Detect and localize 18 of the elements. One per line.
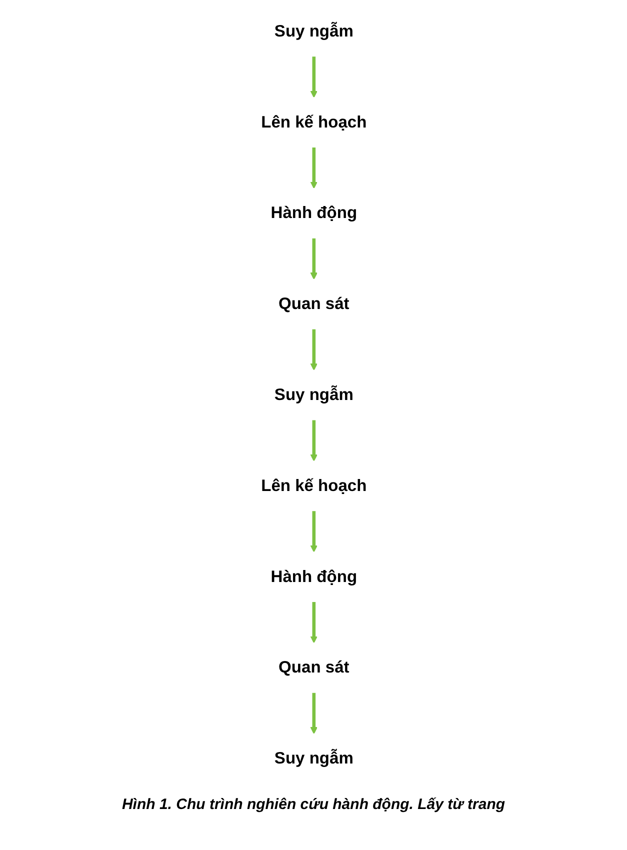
arrow bbox=[310, 420, 318, 462]
node-text: Hành động bbox=[270, 204, 357, 222]
node-text: Quan sát bbox=[278, 658, 349, 677]
node-text: Lên kế hoạch bbox=[260, 476, 366, 495]
node-text: Quan sát bbox=[278, 295, 349, 314]
arrow bbox=[310, 328, 318, 371]
arrow bbox=[310, 56, 318, 98]
figure-caption: Hình 1. Chu trình nghiên cứu hành động. Lấy từ trang bbox=[120, 795, 506, 815]
node-text: Suy ngẫm bbox=[274, 750, 353, 768]
arrow bbox=[310, 510, 318, 552]
arrow bbox=[310, 692, 318, 734]
arrow bbox=[310, 602, 318, 644]
arrow bbox=[310, 238, 318, 280]
node-text: Lên kế hoạch bbox=[260, 113, 366, 132]
node-text: Suy ngẫm bbox=[274, 22, 353, 40]
arrow bbox=[310, 147, 318, 189]
node-text: Hành động bbox=[270, 568, 357, 586]
node-text: Suy ngẫm bbox=[274, 386, 353, 404]
